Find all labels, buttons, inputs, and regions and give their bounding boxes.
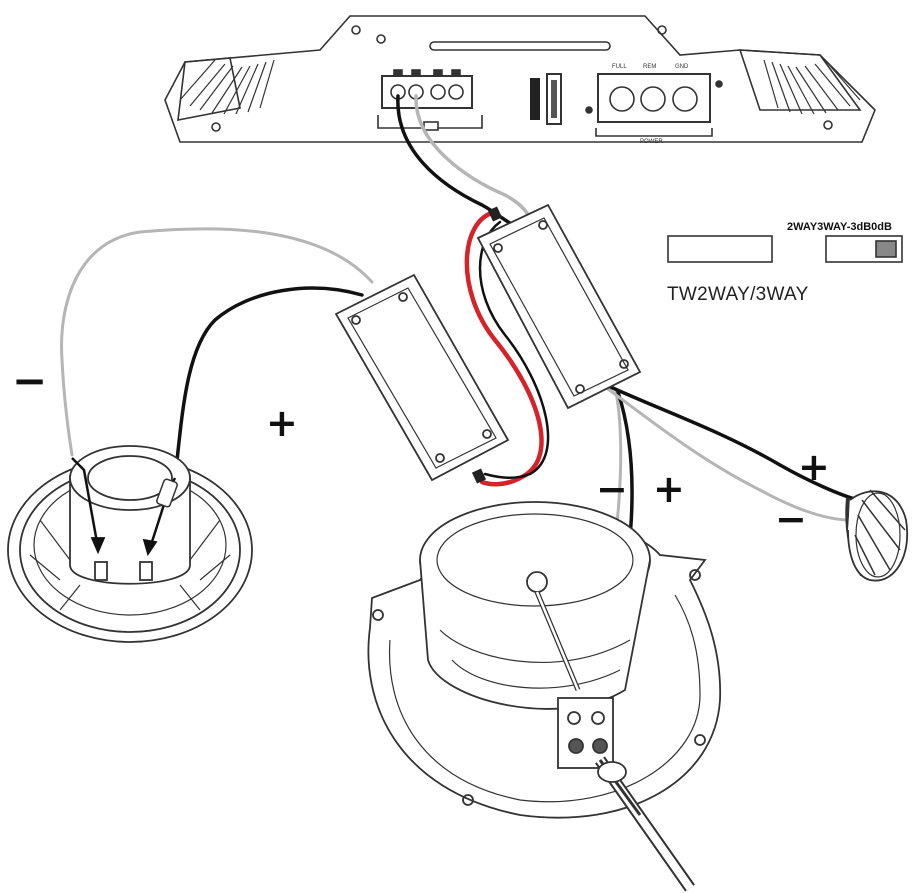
- amp-fuse: [530, 73, 562, 125]
- switch-top-label: 2WAY3WAY-3dB0dB: [787, 221, 892, 233]
- tweeter-switch: [667, 235, 773, 263]
- amp-vent-slot: [429, 41, 611, 51]
- woofer-minus-label: −: [596, 467, 628, 511]
- wire-amp-black: [396, 94, 517, 227]
- coax-plus-label: +: [266, 401, 298, 445]
- woofer-plus-label: +: [653, 467, 685, 511]
- wire-red-jumper: [464, 209, 544, 487]
- coax-minus-label: −: [12, 356, 48, 405]
- amp-screw: [823, 120, 833, 130]
- crossover-left: [334, 273, 510, 482]
- crossover-switches: [667, 235, 903, 263]
- crossover-right: [476, 203, 642, 410]
- amp-screw: [351, 25, 361, 35]
- wire-coax-black: [173, 286, 364, 480]
- wire-amp-grey: [414, 94, 532, 220]
- terminal-label-gnd: GND: [675, 64, 689, 70]
- amp-screw: [211, 122, 221, 132]
- terminal-label-full: FULL: [612, 64, 627, 70]
- wire-tweeter-grey: [602, 384, 852, 522]
- coaxial-speaker: [7, 445, 253, 643]
- amplifier: FULL REM GND POWER: [164, 15, 876, 145]
- amp-fins-right: [763, 59, 861, 115]
- amp-screw: [376, 34, 386, 44]
- power-terminal-block: [585, 73, 723, 137]
- wire-tweeter-black: [602, 382, 860, 502]
- amp-fins-left: [179, 59, 275, 115]
- switch-sub-label: TW2WAY/3WAY: [667, 284, 809, 305]
- wire-black-jumper: [478, 220, 550, 479]
- connector-plug: [487, 206, 503, 222]
- terminal-label-rem: REM: [643, 64, 656, 70]
- amp-screw: [657, 25, 667, 35]
- woofer-speaker: [367, 501, 722, 892]
- coax-terminal-arrow-minus: [71, 457, 100, 549]
- tweeter: [845, 489, 909, 582]
- wire-coax-grey: [60, 227, 374, 457]
- connector-plug: [471, 468, 487, 484]
- tweeter-plus-label: +: [798, 445, 830, 489]
- gain-switch-knob: [875, 240, 897, 258]
- tweeter-minus-label: −: [775, 497, 807, 541]
- power-label: POWER: [640, 139, 663, 145]
